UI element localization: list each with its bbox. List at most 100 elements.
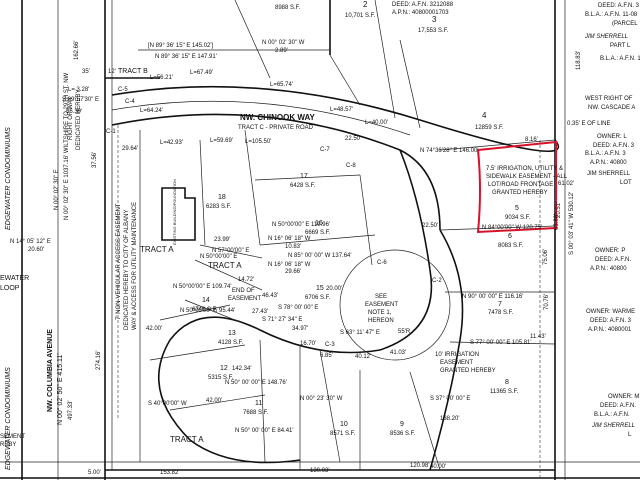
tract-label: TRACT A [208,261,242,270]
curve-label: L=56.21' [150,75,173,81]
lot-number: 18 [218,194,226,201]
bearing-label: N 50° 00' 00" E 148.76' [225,380,287,386]
bearing-label: N 00° 02' 30" E [54,169,60,210]
bearing-label: N 50° 00' 00" E 84.41' [235,428,294,434]
distance-label: 40.12' [355,354,371,360]
bearing-label: N 00° 02' 50" E 415.11' [56,353,64,425]
distance-label: 138.20' [440,416,460,422]
distance-label: 75.06' [543,249,549,265]
lot-number: 3 [432,15,437,24]
curve-label: L=59.69' [210,138,233,144]
lot-number: 10 [340,421,348,428]
owner-label: OWNER: M [608,394,639,400]
bearing-label: S 89°57'30" E [62,97,99,103]
distance-label: 46.43' [262,293,278,299]
lot-area: 8571 S.F. [330,431,356,437]
bla-label: B.L.A.: A.F.N. 11-08 [600,56,640,62]
lot-number: 14 [202,297,210,304]
distance-label: 20.00' [326,286,342,292]
bearing-label: N 84°00'00" W 120.75' [482,225,542,231]
distance-label: 70.76' [544,294,550,310]
distance-label: 8.16' [525,137,538,143]
easement-note: SIDEWALK EASEMENT - ALL [486,174,568,180]
distance-label: 40.00' [430,464,446,470]
distance-label: 42.00' [206,398,222,404]
lot-area: 6283 S.F. [206,204,232,210]
distance-label: 56.39' [66,109,82,115]
apn-label: A.P.N.: 40800 [590,266,627,272]
curve-label: L=65.74' [270,82,293,88]
bearing-label: S 00° 03' 41" W 530.12' [569,192,575,255]
bearing-label: S 40°00'00" W [148,401,187,407]
curve-label: C-7 [320,147,330,153]
row-note: WEST RIGHT OF [585,96,633,102]
lot-area: 5315 S.F. [208,375,234,381]
distance-label: 63.88' [554,214,560,230]
tract-label: TRACT A [140,245,174,254]
bearing-label: S 71° 27' 34" E [262,317,302,323]
bearing-label: N 50°00'00" E 95.44' [180,308,235,314]
owner-label: OWNER: WARME [586,309,635,315]
distance-label: 29.64' [122,146,138,152]
easement-note: WAY & ACCESS FOR UTILITY MAINTENANCE [132,202,138,330]
lot-number: 5 [515,205,519,212]
surveyor-label: JIM SHERRELL [584,34,628,40]
condo-label: EDGEWATER CONDOMINIUMS [5,127,12,230]
lot-area: 7478 S.F. [488,310,514,316]
bearing-label: S 77° 00' 00" E 105.81' [470,340,532,346]
easement-note: REBY [0,442,16,448]
lot-number: 11 [255,400,262,407]
distance-label: 22.50' [345,136,361,142]
parcel-label: (PARCEL [612,21,638,27]
street-label: NW. COLUMBIA AVENUE [47,329,54,412]
lot-number: 15 [316,285,324,292]
note-label: 0.35' E OF LINE [567,121,611,127]
lot-area: 11365 S.F. [490,389,519,395]
curve-label: L=48.57' [330,107,353,113]
lot-number: 17 [300,173,308,180]
lot-area: 10,701 S.F. [345,13,376,19]
distance-label: 16.70' [300,341,316,347]
street-label: NW. CHINOOK WAY [240,113,315,122]
bearing-label: N 90° 00' 00" E 116.16' [462,294,523,300]
curve-label: C-2 [432,278,442,284]
deed-label: DEED: A.F.N. 3212088 [392,2,454,8]
distance-label: 61.02' [558,181,574,187]
curve-label: L= 3.28' [68,87,89,93]
distance-label: 497.33' [68,401,74,421]
bearing-label: S 78° 00' 00" E [278,305,318,311]
distance-label: 42.00' [146,326,162,332]
note-label: EASEMENT [365,302,398,308]
row-note: RIGHT OF WAY [68,97,74,140]
lot-label: PART L [610,43,631,49]
lot-5-highlight [476,140,557,234]
bearing-label: N 14° 05' 12" E [10,239,51,245]
curve-label: C-3 [325,342,335,348]
distance-label: 22.50' [422,223,438,229]
owner-label: OWNER: P [595,248,625,254]
owner-label: OWNER: L [597,134,627,140]
distance-label: 118.83' [576,51,582,70]
curve-label: L=40.00' [365,120,388,126]
distance-label: 29.66' [285,269,301,275]
surveyor-label: JIM SHERRELL [587,171,631,177]
lot-area: 6706 S.F. [305,295,331,301]
distance-label: 12' [108,69,116,75]
distance-label: 274.16' [96,351,102,371]
bearing-label: [N 89° 36' 15" E 145.02'] [148,43,214,49]
easement-note: SEMENT [0,434,25,440]
note-label: EASEMENT [228,296,261,302]
curve-label: C-8 [346,163,356,169]
distance-label: 27.43' [252,309,268,315]
lot-area: 12859 S.F. [475,125,504,131]
easement-note: GRANTED HEREBY [440,368,496,374]
distance-label: 20.60' [28,247,44,253]
deed-label: DEED: A.F.N. [600,403,636,409]
distance-label: 6.85' [320,353,333,359]
easement-note: 10' IRRIGATION [435,352,479,358]
curve-label: C-1 [106,129,116,135]
distance-label: 11.43' [530,334,546,340]
bearing-label: N 16° 06' 18" W [268,262,311,268]
lot-area: 8536 S.F. [390,431,416,437]
